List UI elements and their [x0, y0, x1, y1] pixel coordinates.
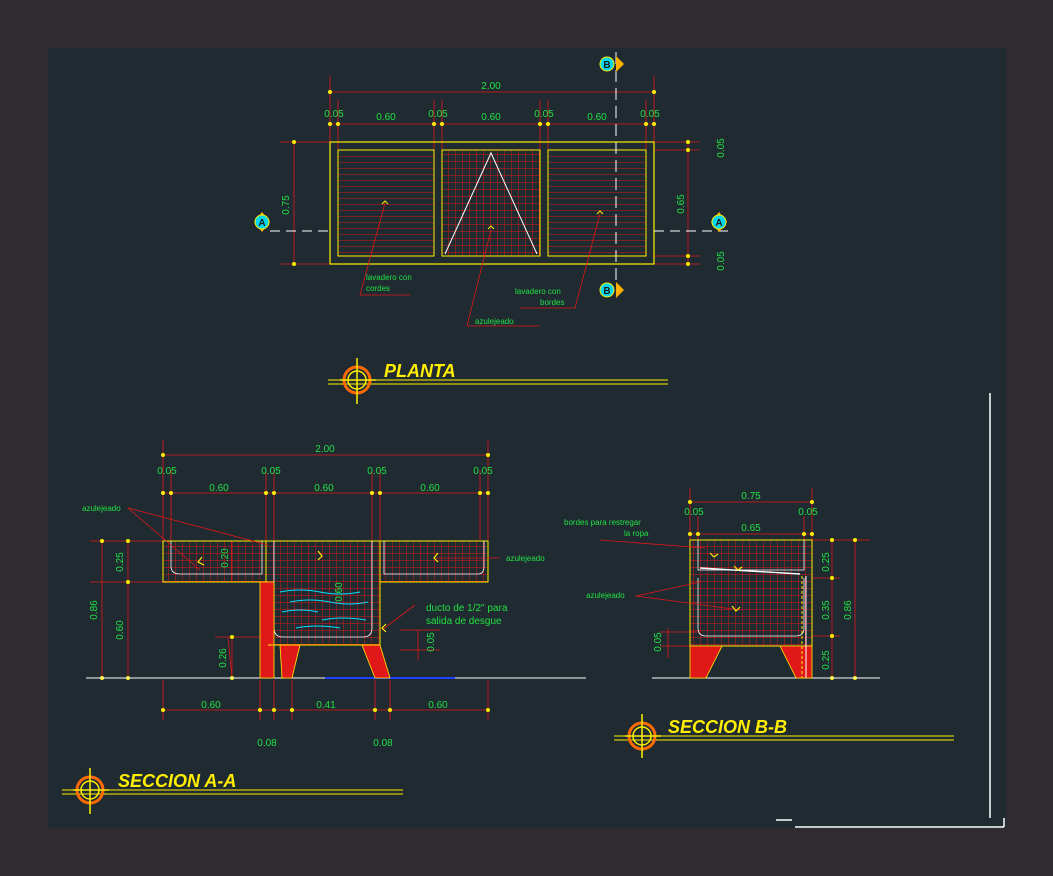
- note-bordes: la ropa: [624, 529, 649, 538]
- aa-dim-inner: 0.05: [426, 632, 437, 652]
- note-ducto: ducto de 1/2" para: [426, 603, 508, 614]
- note-lavadero-cordes: cordes: [366, 284, 390, 293]
- aa-dim-bottom: 0.60: [428, 700, 448, 711]
- section-letter: B: [603, 286, 610, 297]
- note-azulejeado: azulejeado: [506, 554, 545, 563]
- note-lavadero-cordes: lavadero con: [366, 273, 412, 282]
- aa-dim-left: 0.86: [89, 600, 100, 620]
- aa-dim: 0.05: [261, 466, 281, 477]
- aa-dim-bottom: 0.08: [257, 738, 277, 749]
- aa-dim-inner: 0.20: [220, 548, 231, 568]
- aa-dim-bottom: 0.08: [373, 738, 393, 749]
- seccion-aa-title: SECCION A-A: [118, 771, 236, 791]
- note-azulejeado: azulejeado: [82, 504, 121, 513]
- planta-dim-left: 0.75: [281, 195, 292, 215]
- bb-dim-left: 0.05: [653, 632, 664, 652]
- aa-dim-left: 0.26: [218, 648, 229, 668]
- bb-dim-total: 0.75: [741, 491, 761, 502]
- aa-dim-bottom: 0.41: [316, 700, 336, 711]
- planta-dim-right: 0.65: [676, 194, 687, 214]
- bb-dim-right: 0.86: [843, 600, 854, 620]
- aa-dim-left: 0.60: [115, 620, 126, 640]
- aa-dim-inner: 0.60: [334, 582, 345, 602]
- section-marker-a-right: A: [711, 212, 727, 232]
- planta-dim: 0.05: [534, 109, 554, 120]
- planta-title: PLANTA: [384, 361, 456, 381]
- seccion-bb-title: SECCION B-B: [668, 717, 787, 737]
- section-marker-a-left: A: [254, 212, 270, 232]
- seccion-aa-dimensions: 2.00 0.05 0.05 0.05 0.05 0.60 0.60 0.60 …: [89, 444, 493, 749]
- note-azulejeado: azulejeado: [475, 317, 514, 326]
- aa-dim: 0.60: [314, 483, 334, 494]
- section-marker-b-top: B: [599, 56, 624, 72]
- seccion-bb-title-block: SECCION B-B: [614, 714, 954, 758]
- section-letter: A: [258, 218, 265, 229]
- bb-dim-right: 0.25: [821, 650, 832, 670]
- seccion-bb-notes: bordes para restregar la ropa azulejeado: [564, 518, 649, 600]
- aa-dim: 0.60: [420, 483, 440, 494]
- planta-title-block: PLANTA: [328, 358, 668, 404]
- sheet-border: [776, 393, 1005, 828]
- planta-dim: 0.60: [481, 112, 501, 123]
- planta-dim: 0.60: [376, 112, 396, 123]
- seccion-aa-view: [86, 440, 586, 720]
- aa-dim: 0.60: [209, 483, 229, 494]
- section-marker-b-bottom: B: [599, 282, 624, 298]
- aa-dim-bottom: 0.60: [201, 700, 221, 711]
- planta-dimensions: 2.00 0.05 0.60 0.05 0.60 0.05 0.60 0.05 …: [281, 81, 727, 271]
- planta-dim-right: 0.05: [716, 251, 727, 271]
- bb-dim-right: 0.25: [821, 552, 832, 572]
- note-azulejeado: azulejeado: [586, 591, 625, 600]
- aa-dim: 0.05: [157, 466, 177, 477]
- planta-dim: 0.60: [587, 112, 607, 123]
- seccion-aa-title-block: SECCION A-A: [62, 768, 403, 814]
- note-lavadero-bordes: lavadero con: [515, 287, 561, 296]
- note-bordes: bordes para restregar: [564, 518, 641, 527]
- section-letter: B: [603, 60, 610, 71]
- planta-view: [270, 52, 732, 327]
- bb-dim: 0.65: [741, 523, 761, 534]
- aa-dim-total: 2.00: [315, 444, 335, 455]
- aa-dim-left: 0.25: [115, 552, 126, 572]
- aa-dim: 0.05: [473, 466, 493, 477]
- bb-dim-right: 0.35: [821, 600, 832, 620]
- planta-dim-total: 2.00: [481, 81, 501, 92]
- section-letter: A: [715, 218, 722, 229]
- aa-dim: 0.05: [367, 466, 387, 477]
- planta-dim: 0.05: [428, 109, 448, 120]
- seccion-aa-notes: azulejeado azulejeado ducto de 1/2" para…: [82, 504, 545, 627]
- note-ducto: salida de desgue: [426, 616, 502, 627]
- planta-dim: 0.05: [640, 109, 660, 120]
- bb-dim: 0.05: [798, 507, 818, 518]
- note-lavadero-bordes: bordes: [540, 298, 564, 307]
- bb-dim: 0.05: [684, 507, 704, 518]
- seccion-bb-view: [599, 488, 880, 680]
- planta-dim-right: 0.05: [716, 138, 727, 158]
- planta-notes: lavadero con cordes lavadero con bordes …: [366, 273, 564, 326]
- planta-dim: 0.05: [324, 109, 344, 120]
- seccion-bb-dimensions: 0.75 0.05 0.05 0.65 0.05 0.25 0.35 0.25 …: [653, 491, 854, 670]
